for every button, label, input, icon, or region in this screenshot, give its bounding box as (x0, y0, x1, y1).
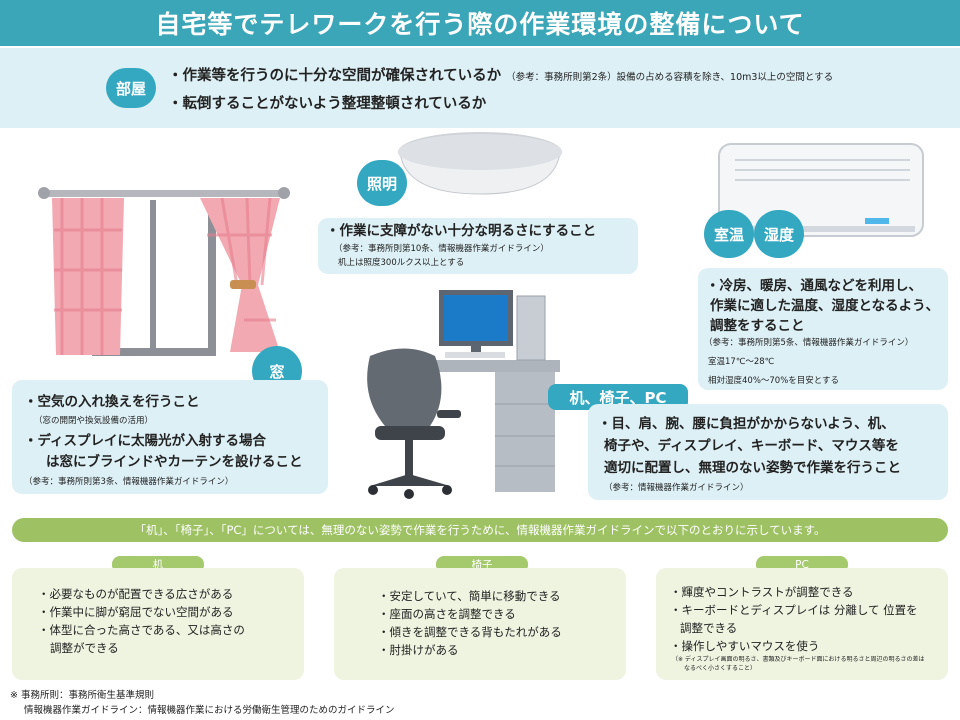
pc-note-2: なるべく小さくすること） (684, 665, 757, 672)
page-title: 自宅等でテレワークを行う際の作業環境の整備について (0, 0, 960, 46)
footnote-2: 情報機器作業ガイドライン：情報機器作業における労働衛生管理のためのガイドライン (24, 705, 395, 716)
ceiling-light-illustration (398, 132, 562, 195)
window-curtain-illustration (38, 187, 290, 356)
temperature-badge: 室温 (704, 210, 754, 258)
lighting-text: ・作業に支障がない十分な明るさにすること (326, 223, 597, 239)
lighting-note-1: （参考：事務所則第10条、情報機器作業ガイドライン） (334, 244, 549, 254)
desk-chair-pc-illustration (367, 290, 560, 499)
desk-line-1: ・目、肩、腕、腰に負担がかからないよう、机、 (598, 416, 895, 432)
category-desk-box (12, 568, 304, 680)
pc-item-4: ・操作しやすいマウスを使う (670, 639, 820, 653)
room-line-2: ・転倒することがないよう整理整頓されているか (168, 96, 487, 112)
lighting-note-2: 机上は照度300ルクス以上とする (338, 258, 465, 268)
room-section (0, 48, 960, 128)
desk-note: （参考：情報機器作業ガイドライン） (604, 483, 749, 493)
window-line-3: は窓にブラインドやカーテンを設けること (46, 454, 303, 470)
humidity-badge: 湿度 (754, 210, 804, 258)
climate-line-3: 調整をすること (710, 318, 805, 334)
desk-item-1: ・必要なものが配置できる広さがある (38, 587, 234, 601)
climate-note-2: 室温17℃～28℃ (708, 357, 775, 367)
footnote-1: ※ 事務所則：事務所衛生基準規則 (10, 690, 154, 701)
pc-item-2: ・キーボードとディスプレイは 分離して 位置を (670, 603, 918, 617)
climate-note-1: （参考：事務所則第5条、情報機器作業ガイドライン） (704, 338, 914, 348)
climate-note-3: 相対湿度40%～70%を目安とする (708, 376, 840, 386)
pc-item-1: ・輝度やコントラストが調整できる (670, 585, 854, 599)
desk-line-3: 適切に配置し、無理のない姿勢で作業を行うこと (604, 460, 901, 476)
room-badge: 部屋 (106, 68, 156, 108)
lighting-bubble (318, 218, 638, 274)
climate-line-2: 作業に適した温度、湿度となるよう、 (710, 298, 940, 314)
chair-item-3: ・傾きを調整できる背もたれがある (378, 625, 562, 639)
window-note-2: （参考：事務所則第3条、情報機器作業ガイドライン） (24, 477, 234, 487)
desk-bubble (588, 404, 948, 500)
chair-item-1: ・安定していて、簡単に移動できる (378, 589, 561, 603)
window-line-1: ・空気の入れ換えを行うこと (24, 394, 200, 410)
desk-item-2: ・作業中に脚が窮屈でない空間がある (38, 605, 234, 619)
window-bubble (12, 380, 328, 494)
desk-line-2: 椅子や、ディスプレイ、キーボード、マウス等を (604, 438, 899, 454)
climate-line-1: ・冷房、暖房、通風などを利用し、 (706, 278, 922, 294)
desk-item-3: ・体型に合った高さである、又は高さの (38, 623, 245, 637)
category-pc-box (656, 568, 948, 680)
pc-note-1: （※ ディスプレイ画面の明るさ、書類及びキーボード面における明るさと周辺の明るさ… (672, 656, 925, 663)
guideline-bar: 「机」、「椅子」、「PC」については、無理のない姿勢で作業を行うために、情報機器… (12, 518, 948, 542)
climate-bubble (698, 268, 948, 390)
pc-item-3: 調整できる (680, 621, 738, 635)
lighting-badge: 照明 (357, 160, 407, 206)
room-line-1: ・作業等を行うのに十分な空間が確保されているか （参考：事務所則第2条）設備の占… (168, 68, 834, 84)
chair-item-2: ・座面の高さを調整できる (378, 607, 516, 621)
chair-item-4: ・肘掛けがある (378, 643, 459, 657)
window-note-1: （窓の開閉や換気設備の活用） (34, 416, 154, 426)
desk-item-4: 調整ができる (50, 641, 119, 655)
window-line-2: ・ディスプレイに太陽光が入射する場合 (24, 433, 267, 449)
category-chair-box (334, 568, 626, 680)
room-note: （参考：事務所則第2条）設備の占める容積を除き、10m3以上の空間とする (506, 72, 834, 83)
